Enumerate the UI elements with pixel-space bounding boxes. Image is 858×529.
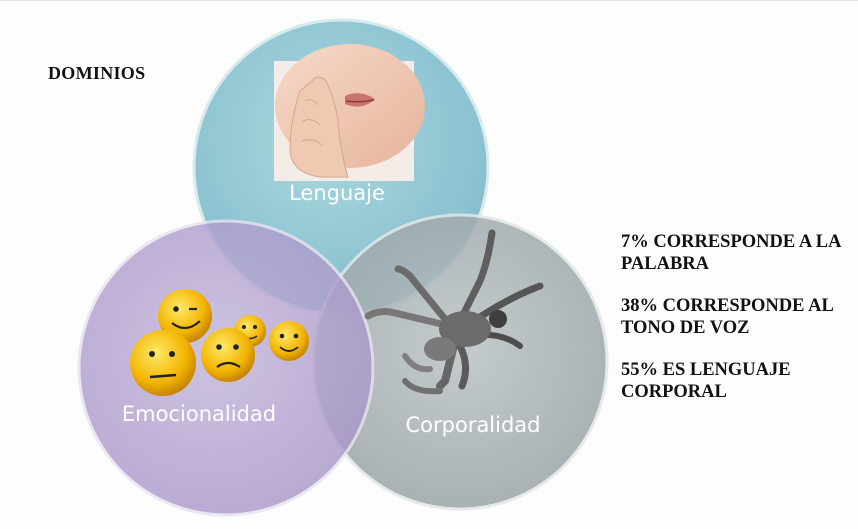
slide-title: DOMINIOS — [48, 63, 146, 83]
stat-tono-de-voz: 38% CORRESPONDE AL TONO DE VOZ — [621, 296, 833, 338]
corporalidad-label: Corporalidad — [405, 413, 540, 437]
whispering-mouth-icon — [274, 44, 425, 181]
stat-palabra: 7% CORRESPONDE A LA PALABRA — [621, 232, 841, 274]
stat-lenguaje-corporal: 55% ES LENGUAJE CORPORAL — [621, 360, 791, 402]
smiley-faces-icon — [130, 289, 309, 396]
contortionists-icon — [364, 229, 544, 395]
stats-list: 7% CORRESPONDE A LA PALABRA 38% CORRESPO… — [621, 231, 851, 423]
emocionalidad-label: Emocionalidad — [122, 402, 276, 426]
lenguaje-label: Lenguaje — [289, 181, 385, 205]
